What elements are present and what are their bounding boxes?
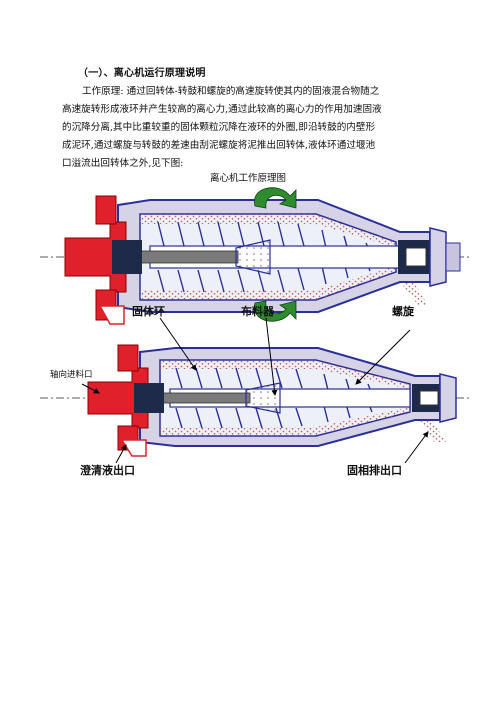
paragraph-line: 口溢流出回转体之外,见下图: (62, 158, 184, 169)
paragraph-line: 成泥环,通过螺旋与转鼓的差速由刮泥螺旋将泥推出回转体,液体环通过堰池 (62, 140, 376, 151)
paragraph-line: 的沉降分离,其中比重较重的固体颗粒沉降在液环的外圈,即沿转鼓的内壁形 (62, 122, 376, 133)
principle-paragraph: 工作原理: 通过回转体-转鼓和螺旋的高速旋转使其内的固液混合物随之 高速旋转形成… (62, 83, 434, 173)
label-axial-feed: 轴向进料口 (50, 370, 93, 380)
label-solid-ring: 固体环 (132, 305, 165, 318)
figure-caption: 离心机工作原理图 (209, 173, 286, 184)
paragraph-line: 工作原理: 通过回转体-转鼓和螺旋的高速旋转使其内的固液混合物随之 (82, 86, 380, 97)
label-clear-liquid-outlet: 澄清液出口 (80, 464, 135, 477)
section-heading: （一）、离心机运行原理说明 (78, 68, 206, 79)
label-spiral: 螺旋 (392, 305, 414, 318)
paragraph-line: 高速旋转形成液环并产生较高的离心力,通过此较高的离心力的作用加速固液 (62, 104, 382, 115)
diagram-bottom (40, 344, 470, 457)
label-distributor: 布料器 (241, 305, 274, 318)
label-solid-outlet: 固相排出口 (347, 464, 402, 477)
diagram-top (40, 187, 470, 325)
pointer-lines (81, 317, 429, 464)
